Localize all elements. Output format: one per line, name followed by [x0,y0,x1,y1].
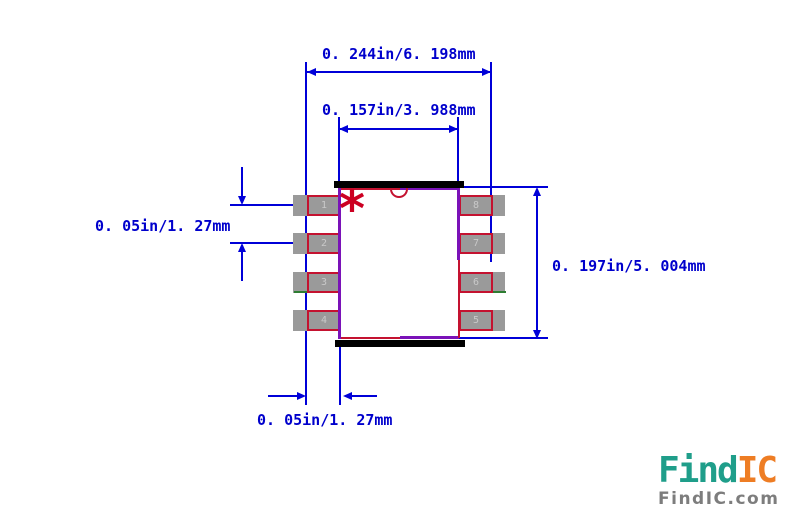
arrowhead-top-outer-left [307,68,316,76]
lead-outline-pin-6: 6 [459,272,493,293]
lead-outline-pin-5: 5 [459,310,493,331]
height-extension-line-bottom [459,337,548,339]
dim-label-right-height: 0. 197in/5. 004mm [552,257,706,275]
pad-left-3 [293,272,338,293]
body-edge-top-left [341,188,400,190]
body-edge-bottom-right-overlap [400,336,459,339]
body-edge-right-lower [458,260,460,338]
lead-outline-pin-3: 3 [307,272,341,293]
extension-line-inner-left-top [338,117,340,188]
lead-outline-pin-7: 7 [459,233,493,254]
arrowhead-offset-left-point [343,392,352,400]
body-edge-bottom-left [341,337,400,339]
pin1-asterisk-marker: * [337,180,368,238]
dim-label-top-inner: 0. 157in/3. 988mm [322,101,476,119]
arrowhead-height-up [533,187,541,196]
pin-number-6: 6 [472,277,480,288]
arrowhead-pitch-up [238,243,246,252]
pin-number-8: 8 [472,200,480,211]
arrowhead-offset-right-point [297,392,306,400]
arrowhead-top-outer-right [482,68,491,76]
pitch-extension-line-pin1 [230,204,295,206]
pin1-indicator-circle [390,188,408,198]
findic-logo: FindIC FindIC.com [658,451,779,508]
silkscreen-bar-top [334,181,464,188]
assembly-tick-left [294,291,307,293]
findic-logo-domain: FindIC.com [658,489,780,509]
offset-leader-left [268,395,303,397]
dim-label-bottom-offset: 0. 05in/1. 27mm [257,411,393,429]
pitch-extension-line-pin2 [230,242,293,244]
lead-outline-pin-1: 1 [307,195,341,216]
lead-outline-pin-4: 4 [307,310,341,331]
lead-outline-pin-8: 8 [459,195,493,216]
dim-label-top-outer: 0. 244in/6. 198mm [322,45,476,63]
pin-number-4: 4 [320,315,328,326]
assembly-tick-right [493,291,506,293]
pad-right-8 [460,195,505,216]
dim-line-top-inner [339,128,458,130]
arrowhead-pitch-down [238,196,246,205]
lead-outline-pin-2: 2 [307,233,341,254]
body-edge-right-overlap [457,187,460,260]
logo-text-ic: IC [736,450,778,491]
arrowhead-top-inner-left [339,125,348,133]
extension-line-outer-right [490,62,492,262]
body-edge-top-right-overlap [400,187,459,190]
silkscreen-bar-bottom [335,340,465,347]
height-dim-line [536,190,538,336]
pad-right-5 [460,310,505,331]
height-extension-line-top [459,186,548,188]
pin-number-7: 7 [472,238,480,249]
offset-leader-right [346,395,377,397]
pitch-dim-line-upper [241,167,243,198]
pin-number-3: 3 [320,277,328,288]
logo-text-find: Find [658,450,739,491]
pitch-dim-line-lower [241,250,243,281]
pin-number-2: 2 [320,238,328,249]
body-edge-left-overlap [338,188,341,339]
arrowhead-height-down [533,330,541,339]
extension-line-inner-left-bottom [339,347,341,405]
arrowhead-top-inner-right [449,125,458,133]
extension-line-inner-right-top [457,117,459,187]
dim-line-top-outer [307,71,491,73]
dim-label-left-pitch: 0. 05in/1. 27mm [95,217,231,235]
pad-right-6 [460,272,505,293]
pin-number-5: 5 [472,315,480,326]
pad-left-1 [293,195,338,216]
pad-right-7 [460,233,505,254]
pad-left-4 [293,310,338,331]
pin-number-1: 1 [320,200,328,211]
findic-logo-wordmark: FindIC [658,451,779,491]
pad-left-2 [293,233,338,254]
